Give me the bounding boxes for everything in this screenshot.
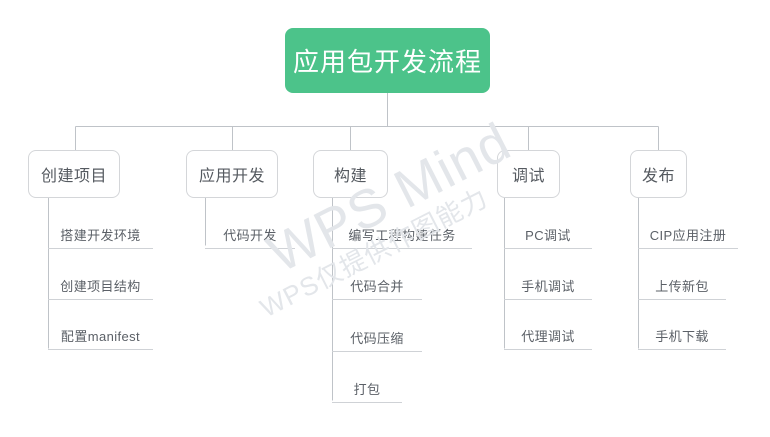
leaf-node-label: 代码压缩 [350, 331, 404, 346]
leaf-node[interactable]: 上传新包 [638, 259, 726, 300]
leaf-node[interactable]: 搭建开发环境 [48, 208, 153, 249]
leaf-node[interactable]: PC调试 [504, 208, 592, 249]
leaf-node-label: 编写工程构建任务 [348, 228, 456, 243]
leaf-node-label: PC调试 [525, 228, 571, 243]
branch-node-build[interactable]: 构建 [313, 150, 388, 198]
leaf-node[interactable]: 手机调试 [504, 259, 592, 300]
leaf-node[interactable]: 编写工程构建任务 [332, 208, 472, 249]
branch-node-label: 创建项目 [40, 168, 107, 185]
leaf-node-label: 代码合并 [350, 279, 404, 294]
branch-node-label: 发布 [641, 168, 675, 185]
branch-node-debug[interactable]: 调试 [497, 150, 560, 198]
leaf-node[interactable]: 代码压缩 [332, 311, 422, 352]
leaf-node-label: 上传新包 [655, 279, 709, 294]
branch-node-label: 构建 [333, 168, 367, 185]
leaf-node[interactable]: 配置manifest [48, 309, 153, 350]
leaf-node-label: CIP应用注册 [649, 228, 727, 243]
branch-node-app-development[interactable]: 应用开发 [186, 150, 278, 198]
leaf-node-label: 代码开发 [223, 228, 277, 243]
leaf-node-label: 手机下载 [655, 329, 709, 344]
leaf-node[interactable]: 手机下载 [638, 309, 726, 350]
leaf-node-label: 手机调试 [521, 279, 575, 294]
leaf-node[interactable]: CIP应用注册 [638, 208, 738, 249]
leaf-node[interactable]: 创建项目结构 [48, 259, 153, 300]
branch-node-label: 应用开发 [198, 168, 265, 185]
leaf-node-label: 配置manifest [60, 329, 141, 344]
branch-node-label: 调试 [511, 168, 545, 185]
leaf-node-label: 创建项目结构 [60, 279, 141, 294]
leaf-node[interactable]: 打包 [332, 362, 402, 403]
leaf-node-label: 打包 [353, 382, 381, 397]
leaf-node[interactable]: 代理调试 [504, 309, 592, 350]
branch-node-release[interactable]: 发布 [630, 150, 687, 198]
leaf-node[interactable]: 代码开发 [205, 208, 295, 249]
root-node-label: 应用包开发流程 [292, 47, 482, 77]
leaf-node-label: 搭建开发环境 [60, 228, 141, 243]
root-node[interactable]: 应用包开发流程 [285, 28, 490, 93]
leaf-node[interactable]: 代码合并 [332, 259, 422, 300]
branch-node-create-project[interactable]: 创建项目 [28, 150, 120, 198]
leaf-node-label: 代理调试 [521, 329, 575, 344]
